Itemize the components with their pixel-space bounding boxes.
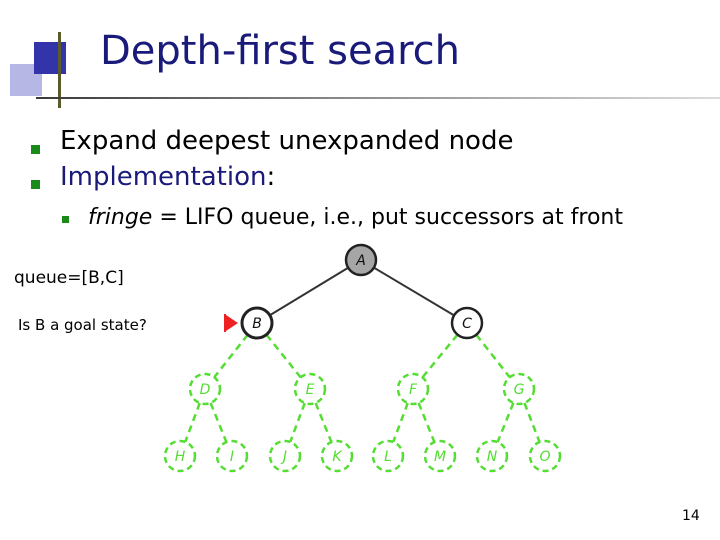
tree-edge-D-I: [209, 402, 228, 443]
bullet-square-icon: [31, 180, 40, 189]
tree-node-label: N: [487, 449, 498, 465]
tree-node-E: E: [293, 372, 327, 406]
tree-node-K: K: [320, 439, 354, 473]
bullet-suffix: :: [266, 162, 276, 192]
tree-node-F: F: [396, 372, 430, 406]
tree-node-label: L: [384, 449, 392, 465]
tree-edge-D-H: [184, 402, 201, 443]
tree-node-label: A: [355, 253, 366, 269]
tree-edge-A-C: [373, 266, 455, 317]
tree-node-J: J: [268, 439, 302, 473]
sub-bullet-italic: fringe: [88, 205, 153, 230]
tree-node-circle: [396, 372, 430, 406]
tree-node-circle: [344, 243, 378, 277]
bullet-square-icon: [31, 145, 40, 154]
current-node-marker-icon: [226, 315, 238, 331]
tree-node-H: H: [163, 439, 197, 473]
tree-edge-B-E: [265, 333, 302, 379]
tree-node-circle: [188, 372, 222, 406]
tree-node-label: E: [306, 382, 315, 398]
tree-node-L: L: [371, 439, 405, 473]
tree-node-circle: [320, 439, 354, 473]
tree-node-label: J: [280, 449, 287, 465]
tree-node-D: D: [188, 372, 222, 406]
tree-node-G: G: [502, 372, 536, 406]
tree-node-label: M: [434, 449, 446, 465]
tree-node-label: O: [539, 449, 550, 465]
tree-node-circle: [163, 439, 197, 473]
tree-edge-G-O: [523, 402, 541, 443]
title-underline: [36, 97, 720, 99]
sub-bullet-square-icon: [62, 216, 69, 223]
logo-vertical-line: [58, 32, 61, 108]
queue-label: queue=[B,C]: [14, 268, 124, 288]
tree-edge-G-N: [496, 402, 515, 443]
tree-edge-F-M: [417, 402, 436, 443]
tree-node-circle: [371, 439, 405, 473]
goal-question: Is B a goal state?: [18, 316, 147, 334]
tree-node-circle: [502, 372, 536, 406]
bullet-text: Expand deepest unexpanded node: [60, 126, 514, 156]
tree-node-label: C: [462, 316, 472, 332]
tree-edge-E-K: [314, 402, 333, 443]
sub-bullet-text: fringe = LIFO queue, i.e., put successor…: [88, 205, 623, 230]
tree-node-M: M: [423, 439, 457, 473]
tree-node-circle: [215, 439, 249, 473]
tree-edge-B-D: [213, 334, 249, 378]
tree-node-O: O: [528, 439, 562, 473]
tree-node-label: H: [175, 449, 186, 465]
tree-node-circle: [475, 439, 509, 473]
tree-node-label: G: [514, 382, 525, 398]
bullet-keyword: Implementation: [60, 162, 267, 192]
tree-node-circle: [450, 306, 484, 340]
tree-edge-A-B: [269, 266, 349, 317]
tree-node-label: B: [252, 316, 262, 332]
tree-node-circle: [268, 439, 302, 473]
tree-node-B: B: [240, 306, 274, 340]
tree-node-circle: [293, 372, 327, 406]
tree-node-label: I: [230, 449, 234, 465]
tree-node-C: C: [450, 306, 484, 340]
slide-title: Depth-first search: [100, 28, 461, 74]
tree-edge-E-J: [289, 402, 306, 443]
tree-node-circle: [528, 439, 562, 473]
tree-node-label: K: [332, 449, 343, 465]
tree-node-label: D: [200, 382, 211, 398]
sub-bullet-rest: = LIFO queue, i.e., put successors at fr…: [152, 205, 623, 230]
tree-node-label: F: [409, 382, 418, 398]
tree-node-A: A: [344, 243, 378, 277]
tree-node-circle: [423, 439, 457, 473]
tree-node-N: N: [475, 439, 509, 473]
tree-edge-C-F: [421, 333, 459, 379]
tree-edge-C-G: [475, 334, 511, 378]
page-number: 14: [682, 508, 700, 524]
bullet-text: Implementation:: [60, 162, 275, 192]
tree-edge-F-L: [392, 402, 409, 443]
tree-node-circle: [240, 306, 274, 340]
tree-node-I: I: [215, 439, 249, 473]
